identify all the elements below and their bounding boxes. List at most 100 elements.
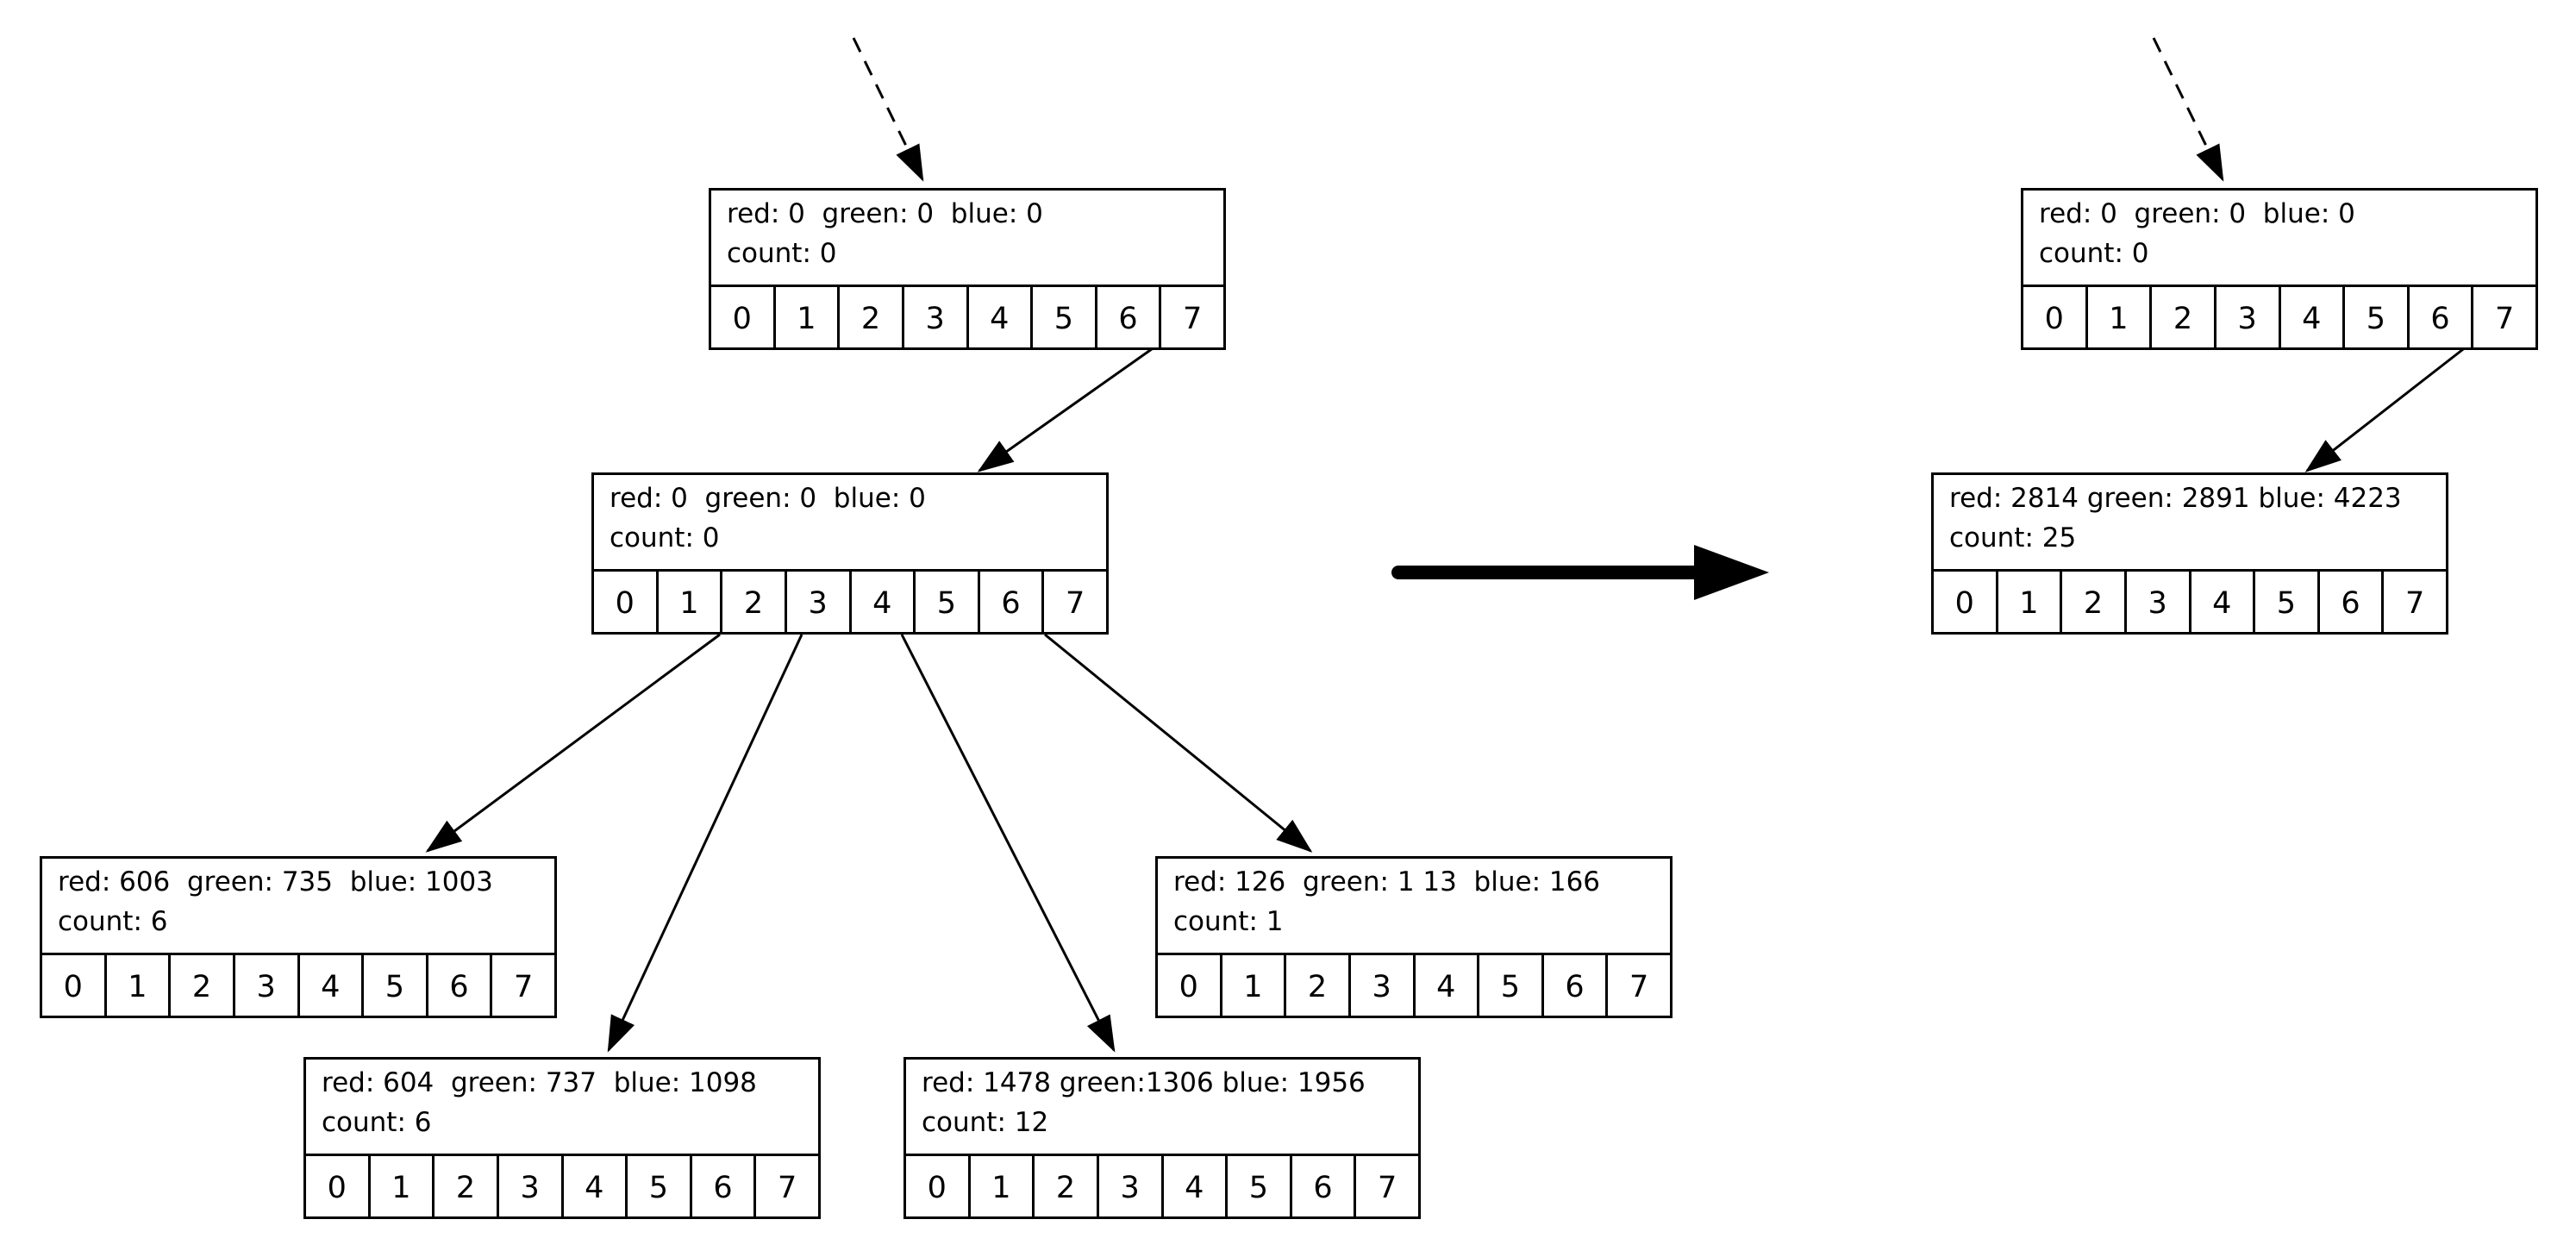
edge-mid-to-leaf-c <box>900 634 1116 1053</box>
child-slot-1: 1 <box>1995 572 2060 635</box>
node-info: red: 606 green: 735 blue: 1003 count: 6 <box>42 859 554 955</box>
child-slot-5: 5 <box>625 1156 690 1219</box>
info-count: count: 6 <box>58 906 168 937</box>
child-slot-2: 2 <box>1032 1156 1097 1219</box>
child-slot-2: 2 <box>1284 955 1348 1018</box>
edge-root-to-merged <box>2304 339 2475 472</box>
child-slot-5: 5 <box>1225 1156 1290 1219</box>
dashed-entry-arrow-left <box>852 37 924 182</box>
child-slot-5: 5 <box>913 572 978 635</box>
info-rgb: red: 2814 green: 2891 blue: 4223 <box>1949 483 2402 514</box>
child-slot-6: 6 <box>689 1156 754 1219</box>
child-slot-6: 6 <box>2406 287 2472 350</box>
child-slot-0: 0 <box>732 301 752 336</box>
child-slot-3: 3 <box>2213 287 2279 350</box>
child-slot-6: 6 <box>425 955 491 1018</box>
child-slot-3: 3 <box>1096 1156 1161 1219</box>
info-count: count: 0 <box>727 238 837 269</box>
child-slot-7: 7 <box>1354 1156 1418 1219</box>
child-slot-2: 2 <box>432 1156 497 1219</box>
child-slot-2: 2 <box>837 287 902 350</box>
dashed-entry-arrow-right <box>2152 37 2224 182</box>
child-slot-5: 5 <box>2342 287 2407 350</box>
node-leaf-b: red: 604 green: 737 blue: 1098 count: 6 0… <box>303 1057 821 1219</box>
child-slot-7: 7 <box>1041 572 1106 635</box>
child-slot-6: 6 <box>2317 572 2382 635</box>
child-slot-4: 4 <box>966 287 1031 350</box>
info-rgb: red: 0 green: 0 blue: 0 <box>610 483 926 514</box>
node-merged-after: red: 2814 green: 2891 blue: 4223 count: 2… <box>1931 472 2448 635</box>
child-slot-4: 4 <box>297 955 362 1018</box>
child-slot-0: 0 <box>2044 301 2064 336</box>
info-count: count: 6 <box>322 1107 432 1138</box>
child-slot-0: 0 <box>1954 585 1974 621</box>
child-slot-1: 1 <box>103 955 169 1018</box>
child-slot-5: 5 <box>1477 955 1541 1018</box>
child-slot-4: 4 <box>2278 287 2343 350</box>
info-count: count: 12 <box>922 1107 1049 1138</box>
info-count: count: 0 <box>610 522 720 553</box>
info-rgb: red: 604 green: 737 blue: 1098 <box>322 1067 757 1098</box>
child-slot-4: 4 <box>2188 572 2254 635</box>
node-info: red: 2814 green: 2891 blue: 4223 count: 2… <box>1934 475 2446 572</box>
info-rgb: red: 126 green: 1 13 blue: 166 <box>1173 866 1601 897</box>
edge-mid-to-leaf-d <box>1044 633 1313 853</box>
child-slot-7: 7 <box>1605 955 1670 1018</box>
child-slot-3: 3 <box>2123 572 2189 635</box>
node-leaf-a: red: 606 green: 735 blue: 1003 count: 6 0… <box>40 856 557 1018</box>
child-slot-6: 6 <box>1541 955 1606 1018</box>
node-info: red: 0 green: 0 blue: 0 count: 0 <box>594 475 1106 572</box>
child-slot-6: 6 <box>1094 287 1160 350</box>
child-slot-7: 7 <box>490 955 554 1018</box>
child-slot-7: 7 <box>2471 287 2535 350</box>
child-slot-0: 0 <box>63 969 83 1004</box>
info-rgb: red: 0 green: 0 blue: 0 <box>2039 198 2355 229</box>
info-count: count: 0 <box>2039 238 2149 269</box>
transform-arrow-head <box>1694 545 1769 600</box>
child-slot-1: 1 <box>967 1156 1033 1219</box>
node-info: red: 604 green: 737 blue: 1098 count: 6 <box>306 1060 818 1156</box>
edge-mid-to-leaf-b <box>607 634 803 1053</box>
child-slot-0: 0 <box>1179 969 1198 1004</box>
child-slot-3: 3 <box>232 955 297 1018</box>
info-count: count: 1 <box>1173 906 1284 937</box>
info-count: count: 25 <box>1949 522 2077 553</box>
child-slot-4: 4 <box>1160 1156 1226 1219</box>
child-slot-1: 1 <box>772 287 838 350</box>
child-slot-6: 6 <box>977 572 1042 635</box>
child-slot-2: 2 <box>168 955 233 1018</box>
child-slot-1: 1 <box>367 1156 433 1219</box>
child-slot-6: 6 <box>1289 1156 1354 1219</box>
edge-root-to-mid <box>977 339 1165 472</box>
child-slot-3: 3 <box>784 572 849 635</box>
child-slot-3: 3 <box>901 287 966 350</box>
child-slot-4: 4 <box>560 1156 626 1219</box>
child-slot-3: 3 <box>496 1156 561 1219</box>
child-slot-4: 4 <box>848 572 914 635</box>
child-slot-2: 2 <box>2060 572 2124 635</box>
child-slot-5: 5 <box>2253 572 2317 635</box>
child-slot-1: 1 <box>2085 287 2150 350</box>
child-slot-0: 0 <box>927 1170 947 1205</box>
node-info: red: 126 green: 1 13 blue: 166 count: 1 <box>1158 859 1670 955</box>
edge-mid-to-leaf-a <box>425 633 721 853</box>
child-slot-7: 7 <box>2381 572 2446 635</box>
child-slot-4: 4 <box>1412 955 1478 1018</box>
node-info: red: 0 green: 0 blue: 0 count: 0 <box>2023 191 2535 287</box>
child-slot-5: 5 <box>361 955 426 1018</box>
info-rgb: red: 606 green: 735 blue: 1003 <box>58 866 493 897</box>
